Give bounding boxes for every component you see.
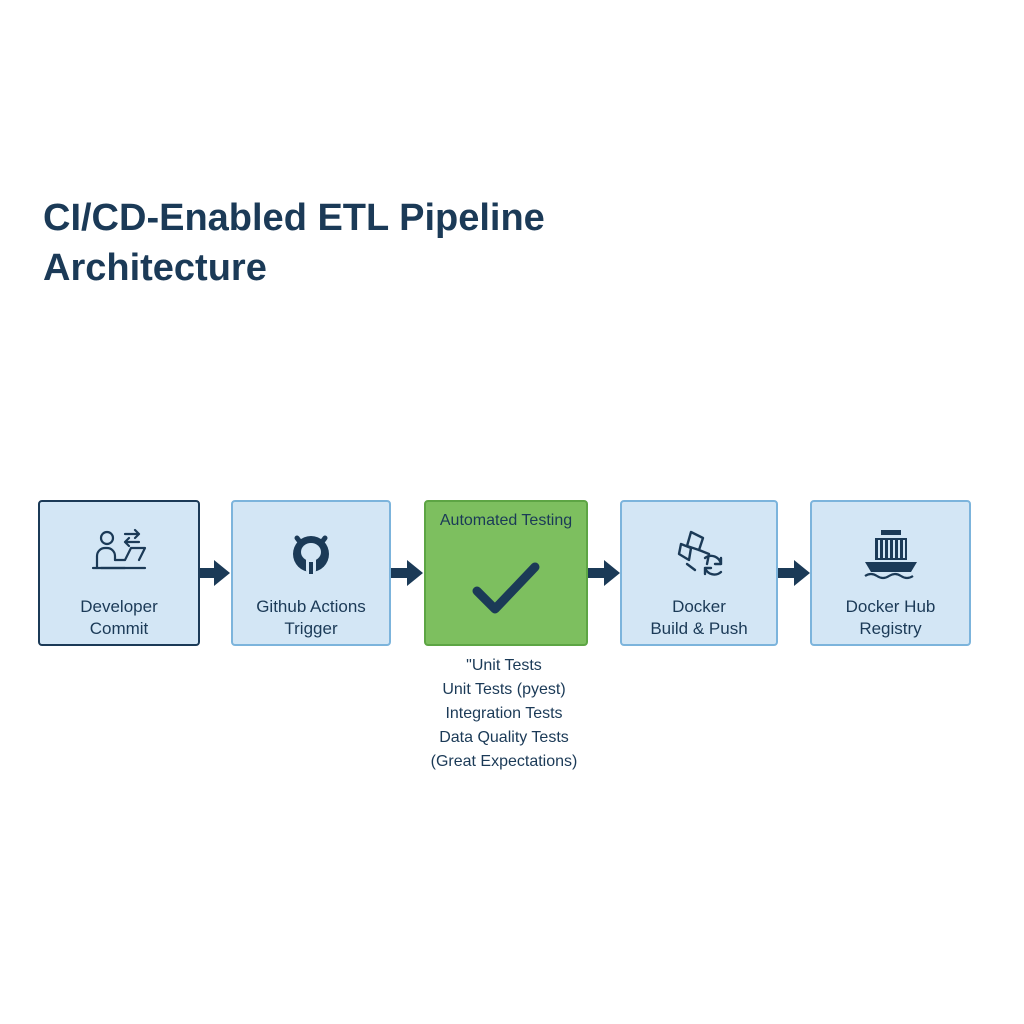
arrow-right-icon xyxy=(198,560,230,586)
arrow-right-icon xyxy=(391,560,423,586)
title-line-2: Architecture xyxy=(43,247,267,289)
step-label-line-2: Registry xyxy=(859,619,922,638)
step-developer-commit: Developer Commit xyxy=(38,500,200,646)
step-label-line-1: Developer xyxy=(80,597,158,616)
testing-note: Unit Tests (pyest) xyxy=(442,681,566,698)
testing-notes: "Unit Tests Unit Tests (pyest) Integrati… xyxy=(404,654,604,774)
testing-note: Data Quality Tests xyxy=(439,729,569,746)
step-github-actions-trigger: Github Actions Trigger xyxy=(231,500,391,646)
step-label-line-1: Github Actions xyxy=(256,597,366,616)
developer-laptop-icon xyxy=(87,526,151,582)
step-label: Docker Build & Push xyxy=(622,596,776,640)
step-header: Automated Testing xyxy=(439,512,573,529)
docker-build-icon xyxy=(667,526,731,582)
step-docker-hub-registry: Docker Hub Registry xyxy=(810,500,971,646)
arrow-right-icon xyxy=(778,560,810,586)
arrow-right-icon xyxy=(588,560,620,586)
title-line-1: CI/CD-Enabled ETL Pipeline xyxy=(43,197,545,239)
step-automated-testing: Automated Testing xyxy=(424,500,588,646)
testing-note: "Unit Tests xyxy=(466,657,542,674)
step-label-line-2: Trigger xyxy=(284,619,338,638)
testing-note: Integration Tests xyxy=(445,705,563,722)
docker-registry-ship-icon xyxy=(859,526,923,582)
step-label: Docker Hub Registry xyxy=(812,596,969,640)
step-label: Github Actions Trigger xyxy=(233,596,389,640)
step-label-line-2: Commit xyxy=(89,619,149,638)
checkmark-icon xyxy=(466,554,546,624)
step-label-line-1: Docker Hub xyxy=(845,597,936,616)
step-label-line-2: Build & Push xyxy=(650,619,748,638)
step-docker-build-push: Docker Build & Push xyxy=(620,500,778,646)
diagram-title: CI/CD-Enabled ETL Pipeline Architecture xyxy=(43,193,643,293)
testing-note: (Great Expectations) xyxy=(430,753,578,770)
github-octocat-icon xyxy=(279,526,343,582)
step-label: Developer Commit xyxy=(40,596,198,640)
step-label-line-1: Docker xyxy=(672,597,726,616)
